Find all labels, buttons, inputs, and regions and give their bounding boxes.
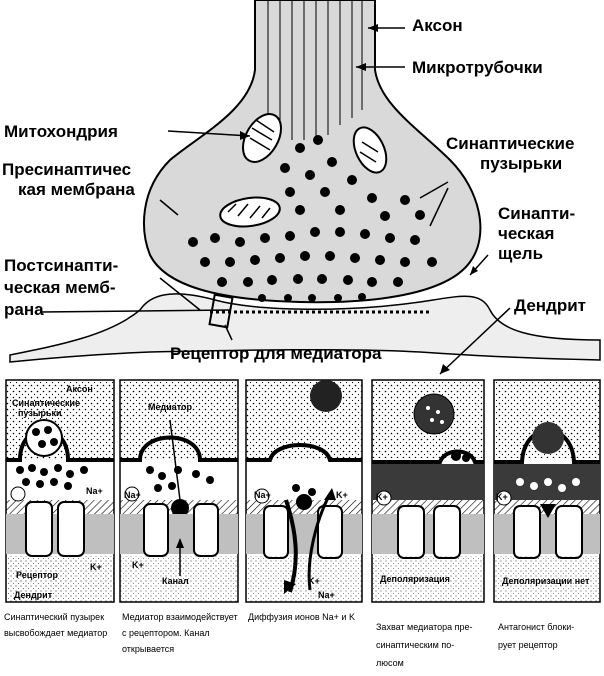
p5-label-k: K+ — [496, 492, 508, 502]
caption-1-line2: высвобождает медиатор — [4, 628, 108, 638]
p2-label-k: K+ — [132, 560, 144, 570]
label-presynaptic-2: кая мембрана — [18, 180, 135, 199]
label-postsynaptic-3: рана — [4, 300, 44, 319]
label-vesicles-1: Синаптические — [446, 134, 575, 153]
p1-label-receptor: Рецептор — [16, 570, 59, 580]
arrowheads — [240, 24, 478, 374]
caption-2-line3: открывается — [122, 644, 175, 654]
mitochondria-shapes — [219, 113, 388, 228]
p3-label-k-bottom: K+ — [308, 576, 320, 586]
p1-label-dendrite: Дендрит — [14, 590, 53, 600]
vesicle-dots — [188, 135, 437, 302]
p2-label-channel: Канал — [162, 576, 189, 586]
label-cleft-1: Синапти- — [498, 204, 576, 223]
label-postsynaptic-2: ческая мемб- — [4, 278, 116, 297]
p3-label-k-right: K+ — [336, 490, 348, 500]
label-axon: Аксон — [412, 16, 463, 35]
panel-4-drawing — [371, 379, 485, 603]
panel-3-drawing — [245, 379, 363, 603]
caption-3-line1: Диффузия ионов Na+ и K — [248, 612, 355, 622]
caption-4-line1: Захват медиатора пре- — [376, 622, 473, 632]
caption-4-line2: синаптическим по- — [376, 640, 455, 650]
label-dendrite: Дендрит — [514, 296, 586, 315]
p1-label-vesicles-2: пузырьки — [18, 408, 62, 418]
label-cleft-2: ческая — [498, 224, 555, 243]
panel-5-drawing — [493, 379, 601, 603]
label-receptor: Рецептор для медиатора — [170, 344, 382, 363]
axon-terminal — [143, 0, 482, 304]
p2-label-na: Na+ — [124, 490, 141, 500]
p3-label-na-left: Na+ — [254, 490, 271, 500]
caption-2-line2: с рецептором. Канал — [122, 628, 210, 638]
caption-4-line3: люсом — [376, 658, 404, 668]
p5-label-no-depolarization: Деполяризации нет — [502, 576, 590, 586]
panel-1-drawing — [5, 379, 115, 603]
p3-label-na-bottom: Na+ — [318, 590, 335, 600]
p4-label-k: K+ — [376, 492, 388, 502]
label-vesicles-2: пузырьки — [480, 154, 563, 173]
p1-label-vesicles-1: Синаптические — [12, 398, 81, 408]
label-presynaptic-1: Пресинаптичес — [2, 160, 132, 179]
p1-label-k: K+ — [90, 562, 102, 572]
panel-2-drawing — [119, 379, 239, 603]
label-cleft-3: щель — [498, 244, 544, 263]
receptor-box — [208, 293, 234, 329]
caption-5-line2: рует рецептор — [498, 640, 558, 650]
caption-5-line1: Антагонист блоки- — [498, 622, 575, 632]
p2-label-mediator: Медиатор — [148, 402, 193, 412]
p1-label-axon: Аксон — [66, 384, 93, 394]
label-microtubules: Микротрубочки — [412, 58, 543, 77]
label-mitochondria: Митохондрия — [4, 122, 118, 141]
p4-label-depolarization: Деполяризация — [380, 574, 450, 584]
label-postsynaptic-1: Постсинапти- — [4, 256, 119, 275]
p1-label-na: Na+ — [86, 486, 103, 496]
caption-1-line1: Синаптический пузырек — [4, 612, 105, 622]
caption-2-line1: Медиатор взаимодействует — [122, 612, 238, 622]
